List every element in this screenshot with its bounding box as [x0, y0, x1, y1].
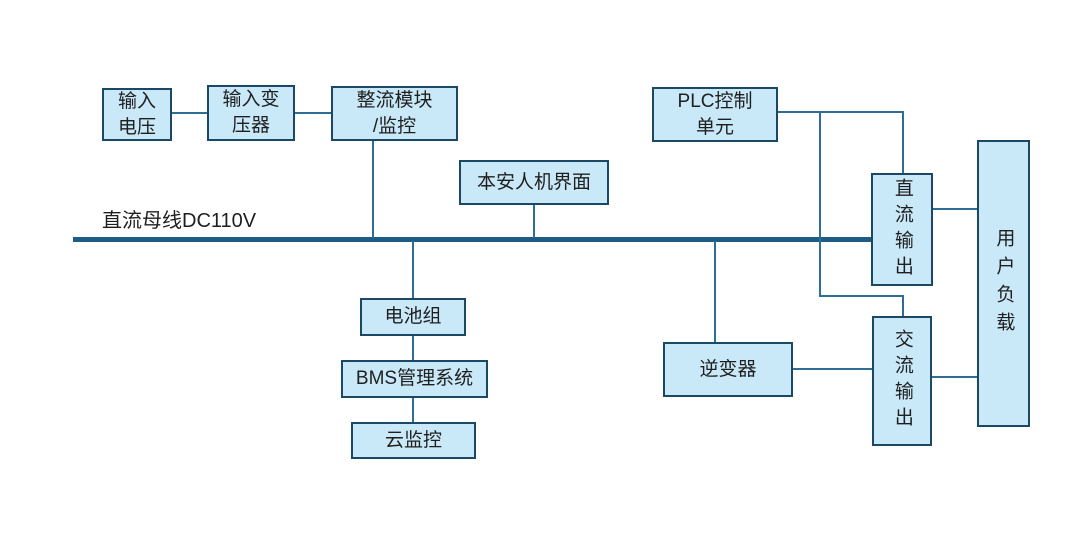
dc-bus-line [73, 237, 872, 242]
node-cloud-monitoring-label: 云监控 [384, 429, 442, 451]
connector-drop-elbow [819, 295, 904, 297]
connector-transformer-rectifier [294, 112, 332, 114]
node-input-voltage-label: 输入 电压 [117, 90, 156, 138]
node-plc-control-unit-label: PLC控制 单元 [677, 90, 753, 138]
node-dc-output: 直流输出 [871, 173, 933, 286]
node-ac-output: 交流输出 [872, 316, 932, 446]
node-inverter: 逆变器 [663, 342, 793, 397]
connector-plc-branch [777, 111, 904, 113]
connector-plc-dcoutput [902, 111, 904, 174]
connector-plc-drop [819, 111, 821, 297]
dc-bus-label: 直流母线DC110V [102, 210, 257, 232]
node-plc-control-unit: PLC控制 单元 [652, 87, 778, 142]
node-input-voltage: 输入 电压 [102, 88, 172, 141]
connector-bus-inverter [714, 241, 716, 343]
node-dc-output-label: 直流输出 [891, 177, 913, 282]
node-input-transformer-label: 输入变 压器 [222, 89, 280, 136]
connector-acoutput-userload [932, 376, 977, 378]
node-ac-output-label: 交流输出 [891, 329, 913, 433]
node-cloud-monitoring: 云监控 [351, 422, 476, 459]
node-battery-pack: 电池组 [360, 298, 466, 336]
node-user-load: 用户负载 [977, 140, 1030, 427]
node-rectifier-module-label: 整流模块 /监控 [356, 89, 433, 137]
connector-bms-cloud [412, 397, 414, 423]
connector-hmi-bus [533, 204, 535, 238]
node-input-transformer: 输入变 压器 [207, 85, 295, 141]
connector-bus-battery [412, 241, 414, 299]
node-bms-system-label: BMS管理系统 [355, 368, 474, 390]
connector-dcoutput-userload [933, 208, 977, 210]
connector-inverter-acoutput [793, 368, 872, 370]
node-battery-pack-label: 电池组 [384, 306, 442, 328]
connector-battery-bms [412, 335, 414, 361]
connector-rectifier-bus [372, 140, 374, 238]
node-hmi-label: 本安人机界面 [476, 171, 591, 193]
node-rectifier-module: 整流模块 /监控 [331, 86, 458, 141]
connector-inputvoltage-transformer [172, 112, 208, 114]
node-user-load-label: 用户负载 [993, 227, 1015, 340]
node-hmi: 本安人机界面 [459, 160, 609, 205]
connector-elbow-acoutput [902, 295, 904, 316]
node-bms-system: BMS管理系统 [341, 360, 488, 398]
node-inverter-label: 逆变器 [699, 358, 757, 380]
